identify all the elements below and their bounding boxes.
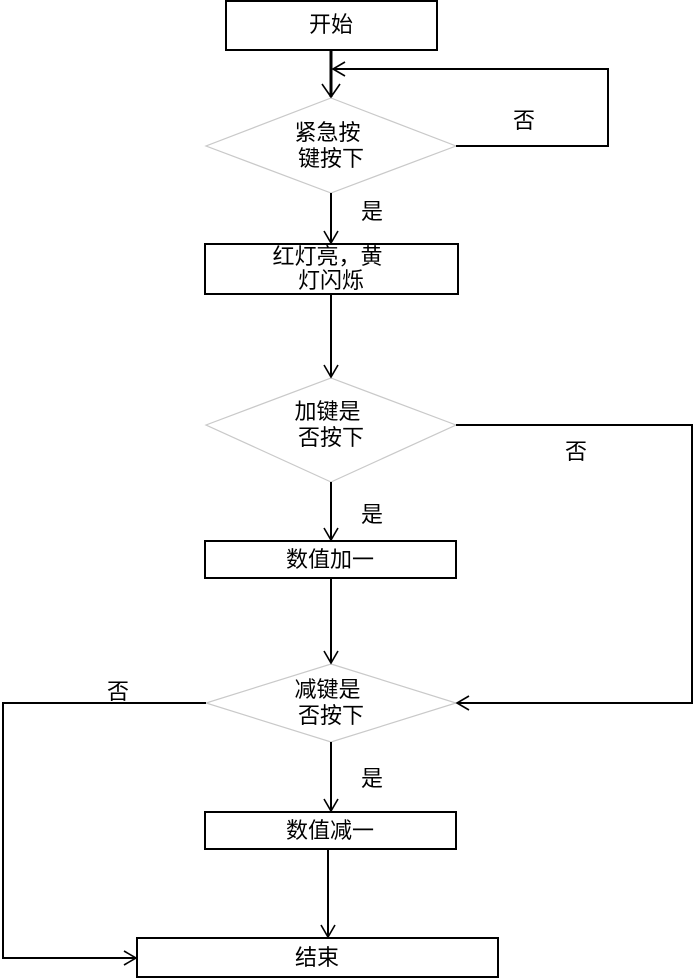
- edge-label-minus-no: 否: [107, 680, 129, 705]
- edge-label-plus-no: 否: [565, 440, 587, 465]
- minus-check-label-line-2: 否按下: [298, 704, 364, 729]
- lights-state-label-line-1: 红灯亮，黄: [272, 245, 382, 270]
- svg-text:紧急按 键按下: 紧急按 键按下: [294, 121, 367, 172]
- edge-label-minus-yes: 是: [361, 767, 383, 792]
- svg-text:开始: 开始: [309, 13, 353, 38]
- edge-plus-no: [455, 424, 693, 711]
- edge-plus-yes: [323, 482, 339, 542]
- svg-text:数值加一: 数值加一: [286, 548, 374, 573]
- lights-state-node: 红灯亮，黄 灯闪烁: [204, 243, 459, 295]
- svg-text:红灯亮，黄 灯闪烁: 红灯亮，黄 灯闪烁: [272, 245, 389, 294]
- svg-text:减键是 否按下: 减键是 否按下: [294, 678, 367, 729]
- minus-check-node: 减键是 否按下: [203, 663, 459, 743]
- end-node-label: 结束: [295, 946, 339, 971]
- edge-increment-to-minus-check: [323, 578, 339, 665]
- start-node: 开始: [225, 0, 438, 51]
- increment-node-label: 数值加一: [286, 548, 374, 573]
- plus-check-node: 加键是 否按下: [204, 377, 458, 483]
- svg-text:数值减一: 数值减一: [286, 819, 374, 844]
- increment-node: 数值加一: [204, 540, 457, 579]
- plus-check-label-line-1: 加键是: [294, 400, 360, 425]
- svg-text:加键是 否按下: 加键是 否按下: [294, 400, 367, 451]
- emergency-check-label-line-2: 键按下: [298, 147, 364, 172]
- edge-label-plus-yes: 是: [361, 503, 383, 528]
- svg-text:结束: 结束: [295, 946, 339, 971]
- edge-lights-to-plus-check: [323, 294, 339, 379]
- end-node: 结束: [136, 937, 499, 978]
- decrement-node: 数值减一: [204, 811, 457, 850]
- edge-label-emergency-no: 否: [513, 109, 535, 134]
- lights-state-label-line-2: 灯闪烁: [298, 269, 364, 294]
- start-node-label: 开始: [309, 13, 353, 38]
- edge-label-emergency-yes: 是: [361, 200, 383, 225]
- edge-minus-yes: [323, 742, 339, 813]
- decrement-node-label: 数值减一: [286, 819, 374, 844]
- minus-check-label-line-1: 减键是: [294, 678, 360, 703]
- edge-emergency-yes: [323, 193, 339, 245]
- plus-check-label-line-2: 否按下: [298, 426, 364, 451]
- emergency-check-node: 紧急按 键按下: [204, 97, 458, 194]
- edge-start-to-emergency: [321, 50, 341, 99]
- edge-decrement-to-end: [320, 849, 336, 939]
- edge-emergency-no-loop: [331, 61, 609, 147]
- emergency-check-label-line-1: 紧急按: [294, 121, 360, 146]
- edge-minus-no: [2, 702, 206, 966]
